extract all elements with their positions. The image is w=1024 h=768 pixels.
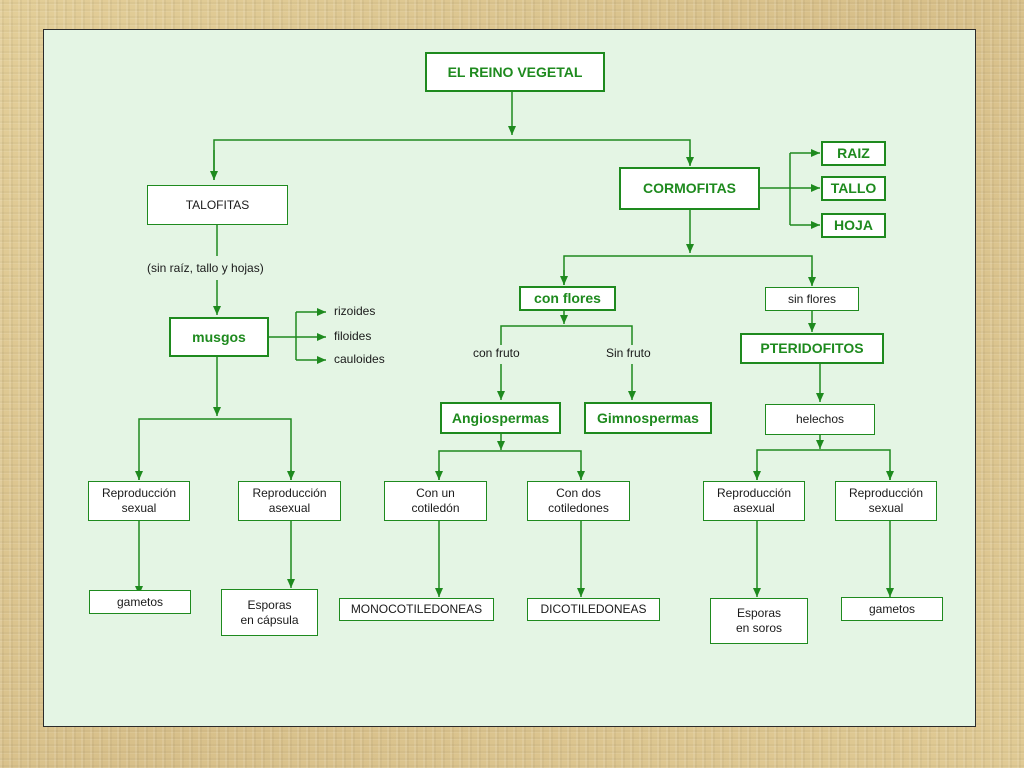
angiospermas-node: Angiospermas xyxy=(440,402,561,434)
pteridofitos-reproduccion-asexual: Reproducción asexual xyxy=(703,481,805,521)
dicotiledoneas-node: DICOTILEDONEAS xyxy=(527,598,660,621)
con-flores-node: con flores xyxy=(519,286,616,311)
pteridofitos-gametos: gametos xyxy=(841,597,943,621)
diagram-panel: EL REINO VEGETAL TALOFITAS CORMOFITAS RA… xyxy=(43,29,976,727)
musgos-part-filoides: filoides xyxy=(334,329,372,343)
con-un-cotiledon-node: Con un cotiledón xyxy=(384,481,487,521)
cormofitas-node: CORMOFITAS xyxy=(619,167,760,210)
talofitas-note: (sin raíz, tallo y hojas) xyxy=(147,261,264,275)
musgos-part-cauloides: cauloides xyxy=(334,352,385,366)
branch-con-fruto: con fruto xyxy=(473,346,520,360)
musgos-node: musgos xyxy=(169,317,269,357)
organ-tallo: TALLO xyxy=(821,176,886,201)
pteridofitos-esporas: Esporas en soros xyxy=(710,598,808,644)
gimnospermas-node: Gimnospermas xyxy=(584,402,712,434)
con-dos-cotiledones-node: Con dos cotiledones xyxy=(527,481,630,521)
connector-lines xyxy=(135,92,894,597)
musgos-reproduccion-asexual: Reproducción asexual xyxy=(238,481,341,521)
musgos-esporas: Esporas en cápsula xyxy=(221,589,318,636)
musgos-gametos: gametos xyxy=(89,590,191,614)
organ-hoja: HOJA xyxy=(821,213,886,238)
pteridofitos-node: PTERIDOFITOS xyxy=(740,333,884,364)
musgos-part-rizoides: rizoides xyxy=(334,304,376,318)
monocotiledoneas-node: MONOCOTILEDONEAS xyxy=(339,598,494,621)
branch-sin-fruto: Sin fruto xyxy=(606,346,651,360)
organ-raiz: RAIZ xyxy=(821,141,886,166)
root-node: EL REINO VEGETAL xyxy=(425,52,605,92)
helechos-node: helechos xyxy=(765,404,875,435)
talofitas-node: TALOFITAS xyxy=(147,185,288,225)
sin-flores-node: sin flores xyxy=(765,287,859,311)
musgos-reproduccion-sexual: Reproducción sexual xyxy=(88,481,190,521)
pteridofitos-reproduccion-sexual: Reproducción sexual xyxy=(835,481,937,521)
